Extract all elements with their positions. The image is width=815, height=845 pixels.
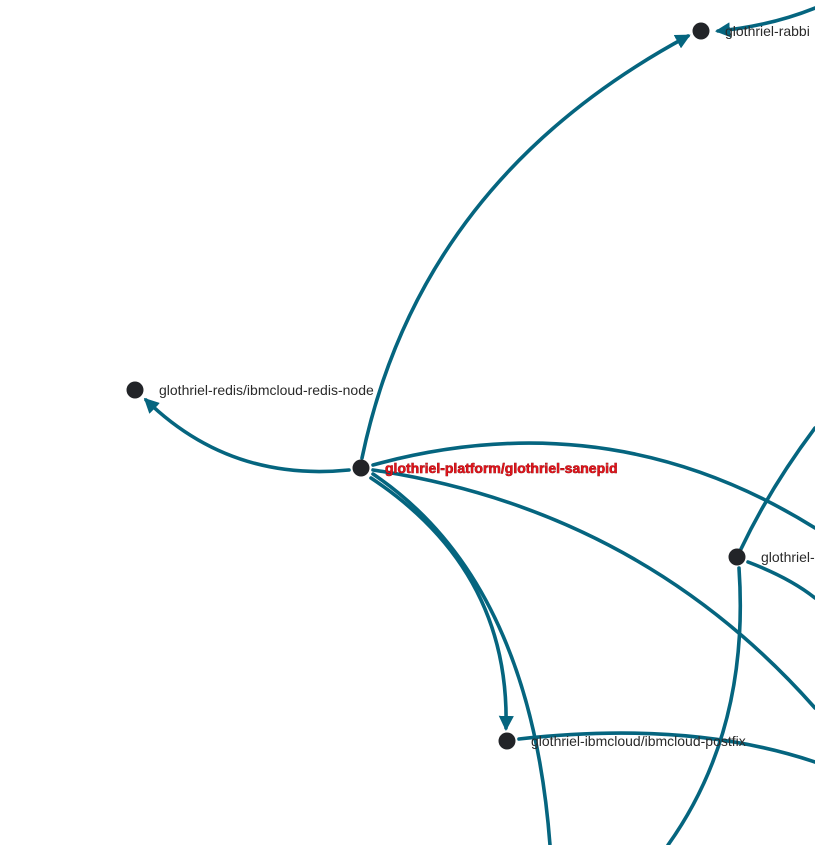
node-dot[interactable] xyxy=(692,22,710,40)
node-dot[interactable] xyxy=(498,732,516,750)
edge-sanepid-to-rabbitmq[interactable] xyxy=(360,34,691,460)
edge-sanepid-to-offscreen-right-lower[interactable] xyxy=(371,468,815,710)
node-sanepid[interactable]: glothriel-platform/glothriel-sanepid xyxy=(352,459,618,477)
edge-right-node-to-offscreen-top[interactable] xyxy=(739,426,815,551)
edge-right-node-to-offscreen-right[interactable] xyxy=(746,560,815,600)
node-postfix[interactable]: glothriel-ibmcloud/ibmcloud-postfix xyxy=(498,732,746,750)
node-rabbitmq[interactable]: glothriel-rabbi xyxy=(692,22,810,40)
edge-layer xyxy=(143,6,815,845)
node-label: glothriel-ibmcloud/ibmcloud-postfix xyxy=(531,733,746,749)
node-dot[interactable] xyxy=(126,381,144,399)
node-label: glothriel-rabbi xyxy=(725,23,810,39)
node-label: glothriel-redis/ibmcloud-redis-node xyxy=(159,382,374,398)
edge-sanepid-to-offscreen-right-upper[interactable] xyxy=(371,441,815,530)
edge-postfix-to-offscreen-right[interactable] xyxy=(517,731,815,764)
node-redis[interactable]: glothriel-redis/ibmcloud-redis-node xyxy=(126,381,374,399)
edge-sanepid-to-postfix[interactable] xyxy=(369,476,514,732)
node-layer: glothriel-rabbi glothriel-redis/ibmcloud… xyxy=(126,22,815,750)
node-glothriel-right[interactable]: glothriel- xyxy=(728,548,815,566)
node-dot[interactable] xyxy=(352,459,370,477)
edge-sanepid-to-redis[interactable] xyxy=(143,397,351,474)
node-label: glothriel- xyxy=(761,549,815,565)
edge-offscreen-to-rabbitmq[interactable] xyxy=(714,6,815,38)
edge-right-node-to-offscreen-bottom[interactable] xyxy=(666,566,743,845)
node-label-highlighted: glothriel-platform/glothriel-sanepid xyxy=(385,460,618,476)
edge-sanepid-to-offscreen-bottom[interactable] xyxy=(371,472,552,845)
node-dot[interactable] xyxy=(728,548,746,566)
